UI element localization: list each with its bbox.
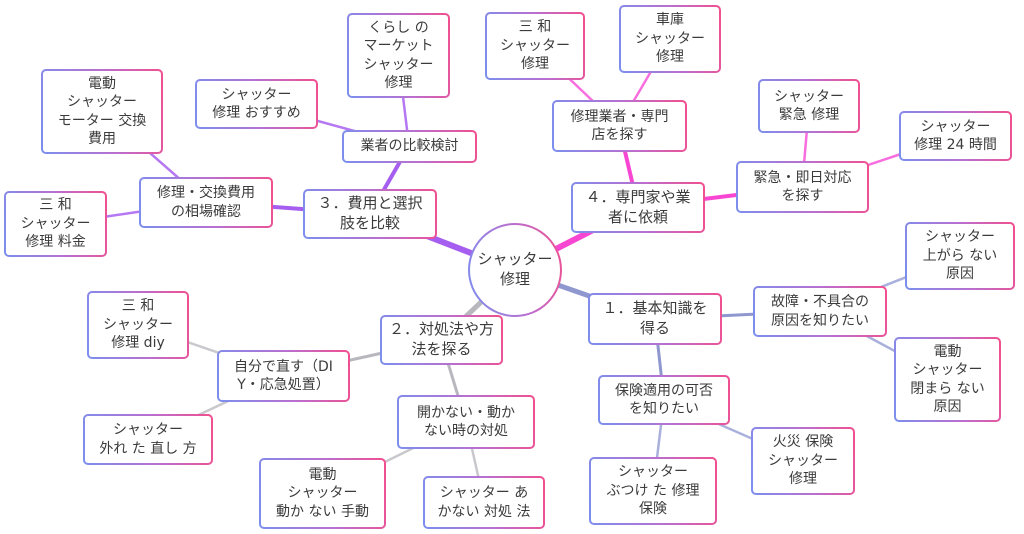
node-shutter-wont-rise-cause[interactable]: シャッター 上がら ない 原因 bbox=[905, 222, 1015, 290]
node-vendor-comparison[interactable]: 業者の比較検討 bbox=[342, 130, 477, 163]
mindmap-center-node[interactable]: シャッター 修理 bbox=[468, 223, 562, 317]
node-garage-shutter-repair[interactable]: 車庫 シャッター 修理 bbox=[619, 5, 721, 73]
node-sanwa-repair-fee[interactable]: 三 和 シャッター 修理 料金 bbox=[4, 191, 107, 257]
node-shutter-repair-24h[interactable]: シャッター 修理 24 時間 bbox=[899, 111, 1012, 161]
node-not-opening-response[interactable]: 開かない・動か ない時の対処 bbox=[397, 395, 535, 449]
node-1-basic-knowledge[interactable]: １．基本知識を 得る bbox=[588, 293, 722, 345]
node-shutter-emergency-repair[interactable]: シャッター 緊急 修理 bbox=[758, 79, 860, 133]
node-fire-insurance-shutter-repair[interactable]: 火災 保険 シャッター 修理 bbox=[751, 427, 855, 495]
node-shutter-hit-repair-insurance[interactable]: シャッター ぶつけ た 修理 保険 bbox=[589, 457, 717, 525]
node-shutter-repair-recommend[interactable]: シャッター 修理 おすすめ bbox=[195, 79, 318, 129]
node-cost-market-check[interactable]: 修理・交換費用 の相場確認 bbox=[139, 177, 273, 228]
node-sanwa-shutter-repair[interactable]: 三 和 シャッター 修理 bbox=[485, 12, 585, 80]
node-shutter-wont-open-remedy[interactable]: シャッター あ かない 対処 法 bbox=[423, 476, 545, 529]
node-insurance-applicability[interactable]: 保険適用の可否 を知りたい bbox=[598, 375, 730, 425]
node-3-cost-comparison[interactable]: ３．費用と選択 肢を比較 bbox=[303, 189, 437, 239]
node-kurashi-market-shutter-repair[interactable]: くらし の マーケット シャッター 修理 bbox=[347, 13, 450, 98]
node-sanwa-shutter-repair-diy[interactable]: 三 和 シャッター 修理 diy bbox=[87, 291, 189, 359]
node-4-hire-professional[interactable]: ４．専門家や業 者に依頼 bbox=[571, 182, 705, 233]
node-2-methods[interactable]: ２．対処法や方 法を探る bbox=[380, 315, 503, 365]
node-electric-shutter-manual[interactable]: 電動 シャッター 動か ない 手動 bbox=[259, 458, 386, 529]
node-failure-causes[interactable]: 故障・不具合の 原因を知りたい bbox=[753, 286, 887, 337]
node-find-repair-shops[interactable]: 修理業者・専門 店を探す bbox=[552, 100, 687, 152]
node-electric-motor-replacement-cost[interactable]: 電動 シャッター モーター 交換 費用 bbox=[41, 69, 163, 154]
node-shutter-detached-fix[interactable]: シャッター 外れ た 直し 方 bbox=[83, 414, 213, 465]
node-emergency-sameday[interactable]: 緊急・即日対応 を探す bbox=[736, 161, 869, 213]
node-diy-fix[interactable]: 自分で直す（DI Y・応急処置） bbox=[217, 350, 350, 402]
node-electric-shutter-wont-close-cause[interactable]: 電動 シャッター 閉まら ない 原因 bbox=[894, 337, 1001, 422]
